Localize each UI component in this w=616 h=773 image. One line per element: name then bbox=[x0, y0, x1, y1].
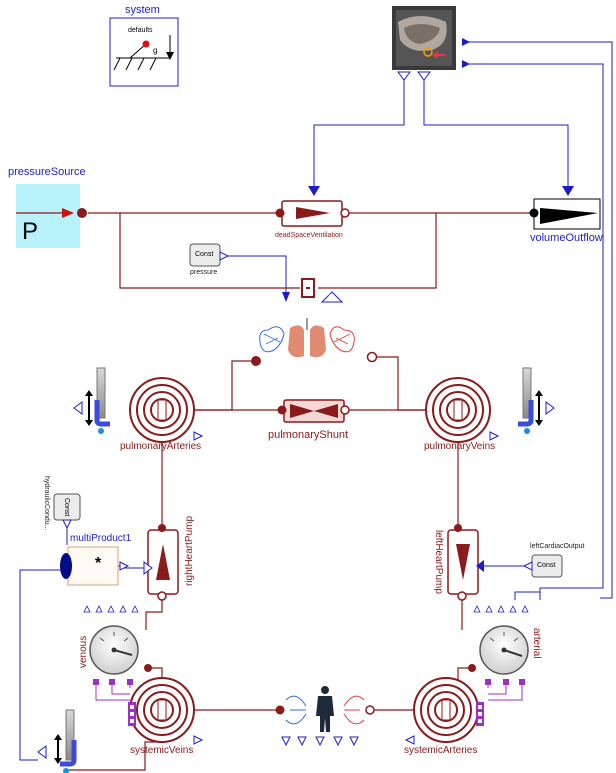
right-heart-pump-block[interactable] bbox=[144, 524, 178, 600]
const-left-output-text: Const bbox=[537, 562, 555, 569]
arterial-label: arterial bbox=[531, 628, 542, 659]
gravity-point-icon bbox=[143, 41, 150, 48]
brain-image-block[interactable] bbox=[392, 6, 470, 80]
multi-product-label: multiProduct1 bbox=[70, 533, 131, 544]
systemic-veins-tube[interactable] bbox=[38, 710, 74, 773]
const-left-output-name: leftCardiacOutput bbox=[530, 543, 584, 550]
const-hydraulic-text: Const bbox=[63, 498, 70, 516]
left-heart-pump-label: leftHeartPump bbox=[433, 530, 444, 594]
body-tissues-icon[interactable] bbox=[276, 686, 375, 745]
systemic-veins-label: systemicVeins bbox=[130, 745, 193, 756]
dead-space-label: deadSpaceVentilation bbox=[275, 232, 343, 239]
pulmonary-arteries-tube[interactable] bbox=[74, 368, 110, 434]
volume-outflow-label: volumeOutflow bbox=[530, 232, 603, 244]
multi-product-symbol: * bbox=[95, 555, 101, 573]
venous-gauge[interactable] bbox=[84, 606, 152, 674]
pulmonary-shunt-label: pulmonaryShunt bbox=[268, 429, 348, 441]
pressure-source-label: pressureSource bbox=[8, 166, 86, 178]
systemic-veins-compartment[interactable] bbox=[93, 678, 202, 744]
multi-product-block[interactable] bbox=[60, 547, 128, 585]
pulmonary-veins-tube[interactable] bbox=[518, 368, 554, 434]
systemic-arteries-compartment[interactable] bbox=[406, 678, 525, 744]
dead-space-ventilation-block[interactable] bbox=[276, 186, 350, 226]
lungs-icon[interactable] bbox=[251, 318, 377, 366]
const-pressure-text: Const bbox=[195, 251, 213, 258]
pulmonary-shunt-block[interactable] bbox=[278, 400, 350, 422]
const-pressure-name: pressure bbox=[190, 269, 217, 276]
pulmonary-veins-label: pulmonaryVeins bbox=[424, 441, 495, 452]
system-label: system bbox=[125, 4, 160, 16]
venous-label: venous bbox=[78, 636, 89, 668]
pulmonary-veins-compartment[interactable] bbox=[426, 378, 498, 442]
lung-connector[interactable] bbox=[282, 279, 342, 302]
left-heart-pump-block[interactable] bbox=[448, 524, 484, 600]
const-hydraulic-name: hydraulicCondu... bbox=[43, 476, 50, 530]
pulmonary-arteries-compartment[interactable] bbox=[130, 378, 202, 442]
pulmonary-arteries-label: pulmonaryArteries bbox=[120, 441, 201, 452]
system-defaults-label: defaults bbox=[128, 27, 153, 34]
systemic-arteries-label: systemicArteries bbox=[404, 745, 477, 756]
right-heart-pump-label: rightHeartPump bbox=[184, 516, 195, 586]
pressure-source-letter: P bbox=[22, 218, 38, 246]
volume-outflow-block[interactable] bbox=[530, 186, 601, 229]
arterial-gauge[interactable] bbox=[468, 606, 528, 674]
system-g-label: g bbox=[153, 46, 157, 55]
